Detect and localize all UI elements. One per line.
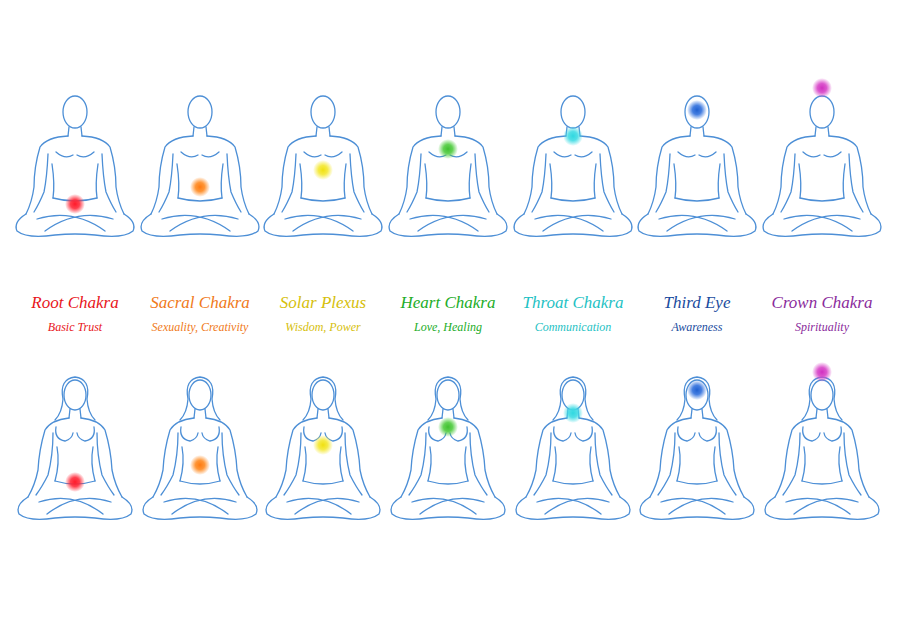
male-figure [16, 96, 134, 236]
chakra-meaning: Communication [535, 320, 612, 335]
chakra-meaning: Sexuality, Creativity [152, 320, 249, 335]
male-figure [264, 96, 382, 236]
chakra-name: Root Chakra [31, 293, 118, 313]
female-figure [391, 377, 505, 519]
male-figure [389, 96, 507, 236]
chakra-name: Third Eye [664, 293, 731, 313]
chakra-dot [563, 126, 583, 146]
male-figure [763, 96, 881, 236]
chakra-dot [812, 362, 832, 382]
chakra-name: Crown Chakra [772, 293, 873, 313]
chakra-dot [812, 78, 832, 98]
chakra-meaning: Love, Healing [414, 320, 482, 335]
chakra-name: Heart Chakra [401, 293, 496, 313]
female-figure [516, 377, 630, 519]
chakra-dot [687, 100, 707, 120]
female-figure [640, 377, 754, 519]
chakra-meaning: Wisdom, Power [285, 320, 360, 335]
male-figures [16, 96, 881, 236]
chakra-dot [313, 160, 333, 180]
chakra-dot [687, 380, 707, 400]
female-figure [266, 377, 380, 519]
chakra-dot [190, 455, 210, 475]
chakra-dot [65, 472, 85, 492]
chakra-dot [65, 194, 85, 214]
chakra-name: Throat Chakra [523, 293, 624, 313]
male-figure [638, 96, 756, 236]
chakra-meaning: Spirituality [795, 320, 849, 335]
female-figure [765, 377, 879, 519]
chakra-name: Solar Plexus [280, 293, 366, 313]
chakra-meaning: Basic Trust [48, 320, 102, 335]
female-figure [18, 377, 132, 519]
chakra-dots [65, 78, 832, 492]
chakra-name: Sacral Chakra [150, 293, 250, 313]
female-figure [143, 377, 257, 519]
female-figures [18, 377, 879, 519]
male-figure [514, 96, 632, 236]
chakra-meaning: Awareness [672, 320, 723, 335]
chakra-dot [190, 177, 210, 197]
male-figure [141, 96, 259, 236]
chakra-dot [438, 417, 458, 437]
chakra-dot [438, 139, 458, 159]
chakra-dot [313, 435, 333, 455]
chakra-dot [563, 403, 583, 423]
